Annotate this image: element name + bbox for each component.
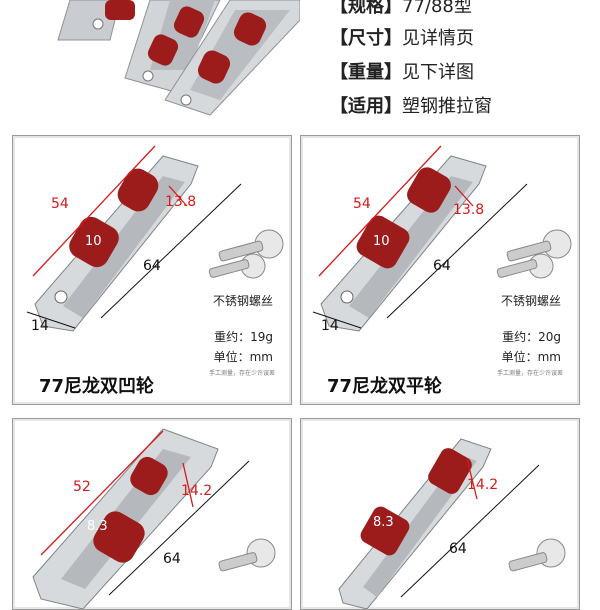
spec-value: 塑钢推拉窗: [402, 96, 492, 117]
screw-icon: [496, 229, 572, 279]
spec-row-model: 【规格】77/88型: [330, 0, 472, 18]
product-card-88-double-concave[interactable]: 52 14.2 8.3 64: [12, 418, 292, 610]
product-title: 77尼龙双凹轮: [39, 376, 155, 397]
dimension-lines: [400, 458, 540, 598]
roller-illustration: [34, 155, 199, 332]
roller-illustration: [32, 428, 219, 609]
dim-length: 54: [51, 196, 69, 212]
dim-total: 64: [163, 551, 181, 567]
spec-row-weight: 【重量】见下详图: [330, 58, 474, 84]
spec-row-application: 【适用】塑钢推拉窗: [330, 92, 492, 118]
product-card-88-double-flat[interactable]: 14.2 8.3 64: [300, 418, 580, 610]
weight-text: 重约：19g: [214, 330, 273, 344]
spec-label: 【重量】: [330, 62, 402, 83]
dimension-lines: [40, 430, 250, 596]
hero-product-photo: [0, 0, 301, 120]
product-card-77-double-flat[interactable]: 54 13.8 10 64 14 不锈钢螺丝 重约：20g 单位：mm 手工测量…: [300, 135, 580, 405]
roller-illustration: [320, 155, 487, 332]
dimension-lines: [26, 145, 242, 329]
dim-total: 64: [449, 541, 467, 557]
spec-label: 【适用】: [330, 96, 402, 117]
measurement-note: 手工测量，存在少许误差: [496, 370, 563, 377]
weight-text: 重约：20g: [502, 330, 561, 344]
roller-illustration: [338, 438, 492, 609]
spec-label: 【规格】: [330, 0, 402, 17]
dim-wheel: 8.3: [373, 515, 394, 530]
product-card-77-double-concave[interactable]: 54 13.8 10 64 14 不锈钢螺丝 重约：19g 单位：mm 手工测量…: [12, 135, 292, 405]
spec-value: 见详情页: [402, 28, 474, 49]
screw-icon: [208, 229, 284, 279]
spec-value: 77/88型: [402, 0, 472, 17]
dim-hole: 14: [321, 318, 339, 334]
dim-length: 52: [73, 479, 91, 495]
dim-total: 64: [433, 258, 451, 274]
dim-height: 14.2: [181, 483, 213, 499]
dim-height: 13.8: [453, 202, 485, 218]
spec-label: 【尺寸】: [330, 28, 402, 49]
screw-label: 不锈钢螺丝: [500, 294, 561, 308]
dim-wheel: 10: [85, 234, 102, 249]
spec-row-size: 【尺寸】见详情页: [330, 24, 474, 50]
roller-photo-3: [164, 0, 301, 116]
unit-text: 单位：mm: [501, 350, 561, 364]
dim-length: 54: [353, 196, 371, 212]
dim-height: 14.2: [467, 477, 499, 493]
product-title: 77尼龙双平轮: [327, 376, 443, 397]
dim-height: 13.8: [165, 194, 197, 210]
dim-wheel: 10: [373, 234, 390, 249]
unit-text: 单位：mm: [213, 350, 273, 364]
dim-wheel: 8.3: [87, 519, 108, 534]
measurement-note: 手工测量，存在少许误差: [208, 370, 275, 377]
dim-total: 64: [143, 258, 161, 274]
screw-label: 不锈钢螺丝: [212, 294, 273, 308]
spec-list: 【规格】77/88型 【尺寸】见详情页 【重量】见下详图 【适用】塑钢推拉窗: [330, 0, 600, 120]
roller-photo-2: [124, 0, 221, 93]
spec-value: 见下详图: [402, 62, 474, 83]
roller-photo-1: [57, 0, 135, 41]
dim-hole: 14: [31, 318, 49, 334]
dimension-lines: [312, 145, 528, 329]
screw-icon: [218, 538, 276, 572]
screw-icon: [508, 538, 566, 572]
